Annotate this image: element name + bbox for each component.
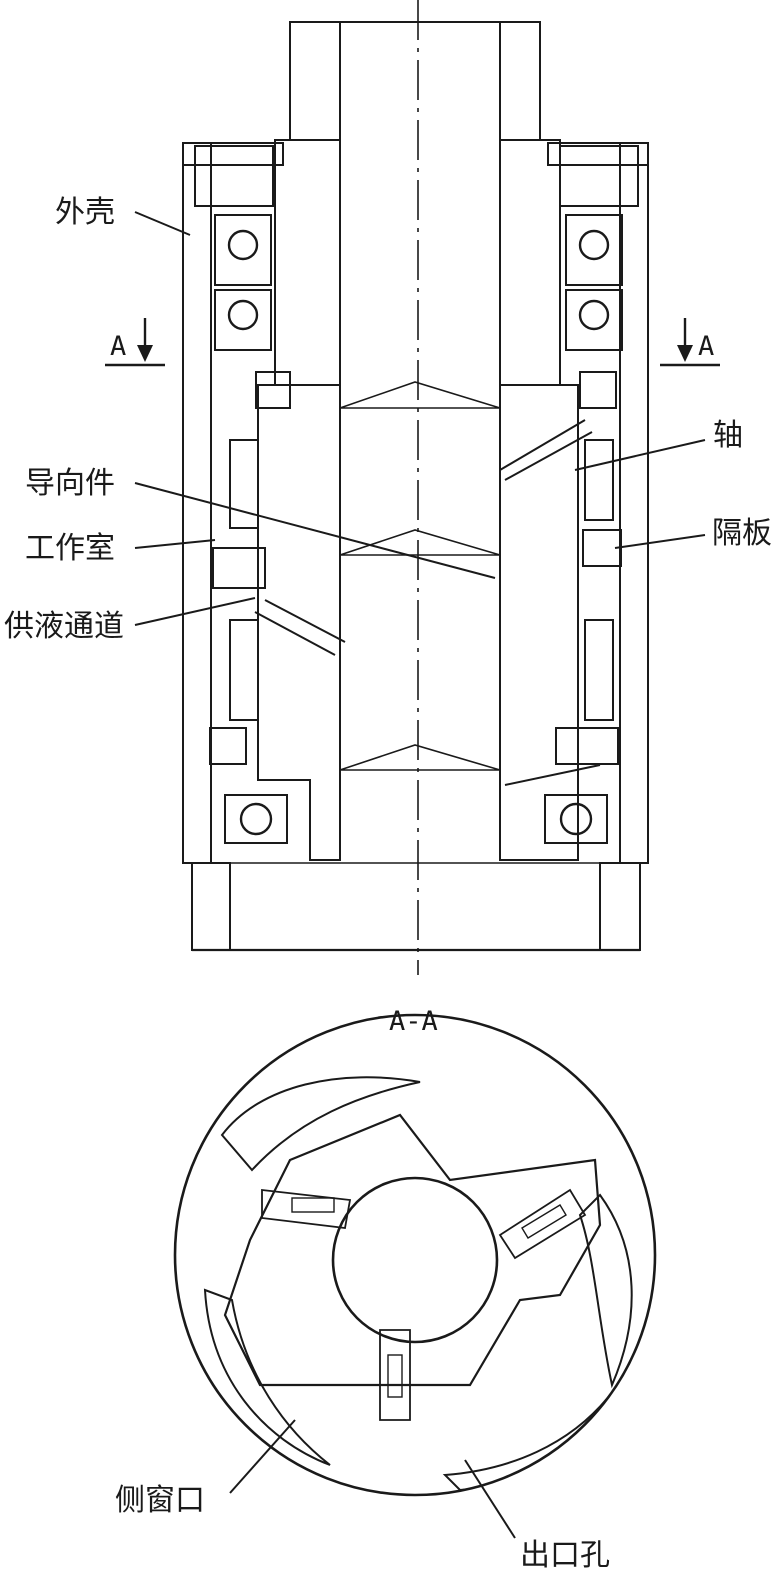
cross-section-view: 侧窗口 出口孔 xyxy=(115,1013,657,1573)
label-outlet-hole: 出口孔 xyxy=(520,1538,610,1573)
label-shell: 外壳 xyxy=(55,195,115,230)
central-bore xyxy=(331,1176,499,1344)
outer-shell xyxy=(182,142,649,952)
label-guide: 导向件 xyxy=(25,466,115,501)
label-chamber: 工作室 xyxy=(25,531,115,566)
bearings-top xyxy=(194,145,639,351)
section-mark-right-text: A xyxy=(698,331,714,362)
shaft-body xyxy=(257,22,579,861)
label-shaft: 轴 xyxy=(713,418,743,453)
longitudinal-section: A A 外壳 轴 导向件 隔板 工作室 供液通道 xyxy=(4,0,772,975)
section-marker-left: A xyxy=(105,318,165,367)
shaft-neck xyxy=(289,21,541,141)
partitions xyxy=(209,371,622,765)
label-side-window: 侧窗口 xyxy=(115,1483,205,1518)
guide-blades xyxy=(339,381,501,771)
radial-vanes xyxy=(261,1188,587,1421)
label-supply-channel: 供液通道 xyxy=(4,609,124,644)
leader-lines xyxy=(134,211,706,626)
label-partition: 隔板 xyxy=(712,516,772,551)
working-chambers xyxy=(212,439,619,765)
section-mark-left-text: A xyxy=(110,331,126,362)
supply-channels xyxy=(254,419,601,786)
section-marker-right: A xyxy=(660,318,720,367)
bearings-bottom xyxy=(224,794,608,844)
inner-rotor xyxy=(223,1113,602,1387)
section-view-title: A-A xyxy=(389,1006,438,1037)
